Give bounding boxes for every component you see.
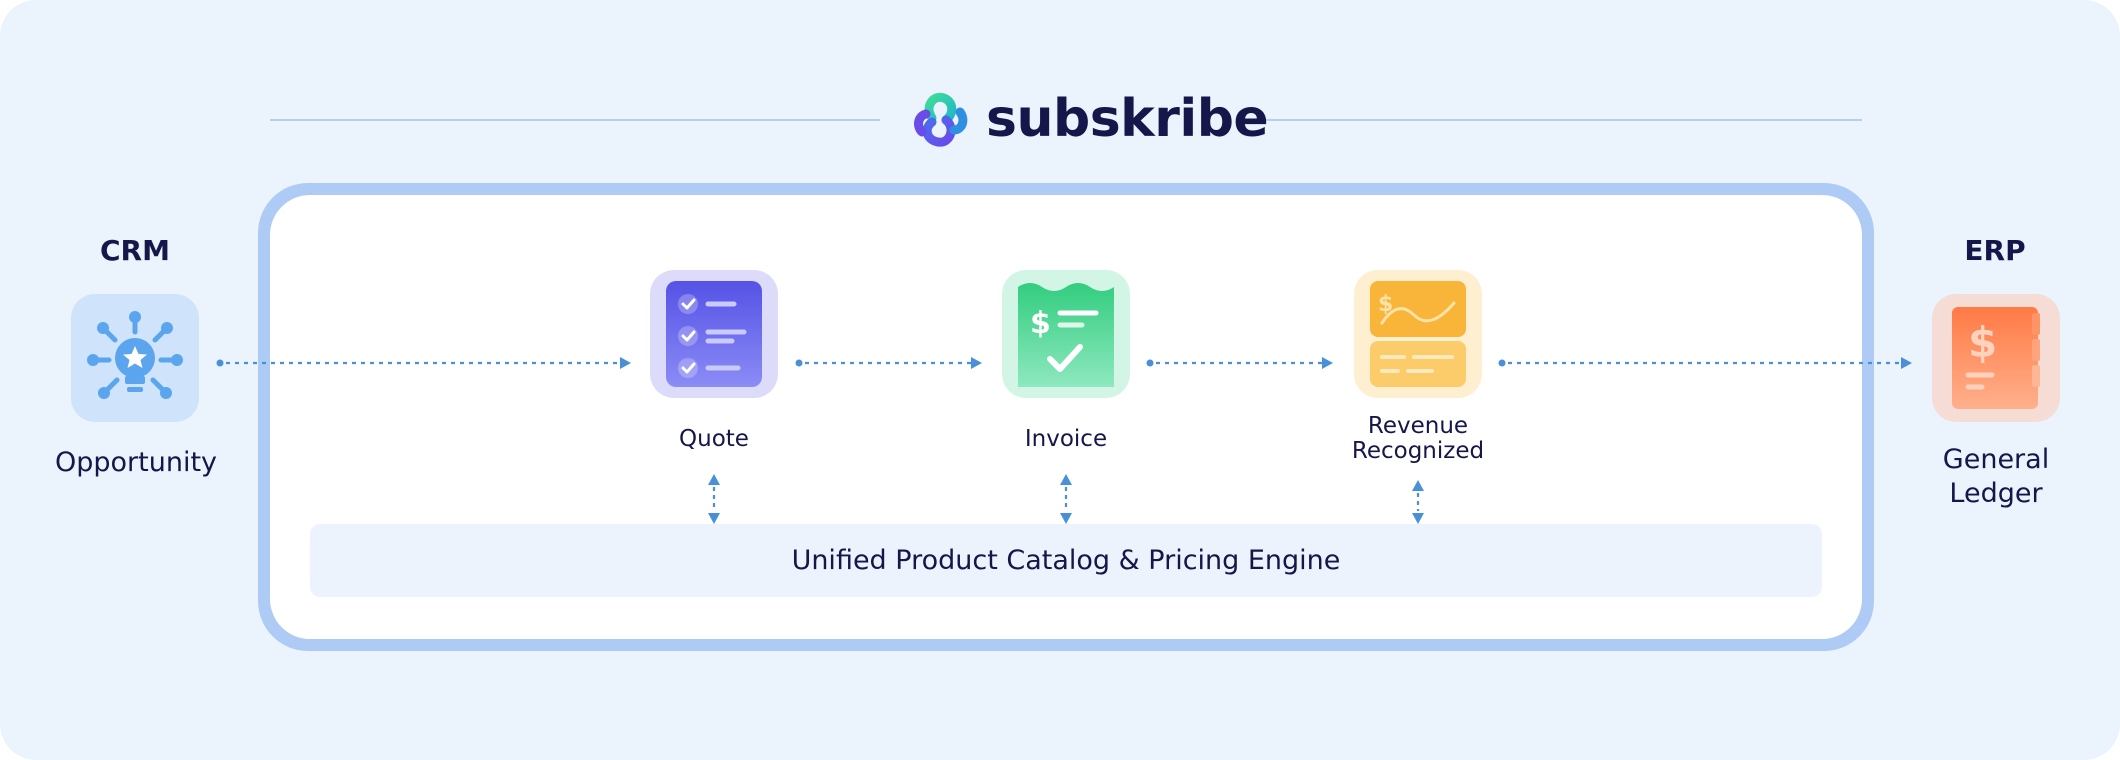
brand-divider-left xyxy=(270,119,880,121)
crm-node xyxy=(71,294,199,422)
subskribe-logo-icon xyxy=(914,92,968,147)
lightbulb-star-icon xyxy=(87,311,183,399)
crm-title: CRM xyxy=(100,234,170,267)
ledger-dollar-icon: $ xyxy=(1952,307,2040,409)
quote-label: Quote xyxy=(679,426,749,452)
svg-text:$: $ xyxy=(1968,318,1997,367)
invoice-node: $ xyxy=(1002,270,1130,398)
catalog-label: Unified Product Catalog & Pricing Engine xyxy=(791,545,1341,576)
erp-title: ERP xyxy=(1964,234,2026,267)
revenue-node: $ xyxy=(1354,270,1482,398)
brand-divider-right xyxy=(1260,119,1862,121)
svg-text:$: $ xyxy=(1378,292,1393,317)
crm-label: Opportunity xyxy=(54,447,218,478)
svg-text:$: $ xyxy=(1030,306,1051,341)
erp-node: $ xyxy=(1932,294,2060,422)
erp-label-line2: Ledger xyxy=(1949,478,2043,509)
revenue-chart-icon: $ xyxy=(1370,281,1466,387)
brand-header: subskribe xyxy=(910,88,1269,150)
checklist-icon xyxy=(666,281,762,387)
brand-name: subskribe xyxy=(986,89,1269,149)
quote-node xyxy=(650,270,778,398)
revenue-label-line1: Revenue xyxy=(1367,413,1469,439)
product-catalog-bar: Unified Product Catalog & Pricing Engine xyxy=(310,524,1822,597)
receipt-dollar-icon: $ xyxy=(1018,283,1114,387)
revenue-label-line2: Recognized xyxy=(1351,438,1485,464)
invoice-label: Invoice xyxy=(1024,426,1108,452)
erp-label-line1: General xyxy=(1942,444,2050,475)
